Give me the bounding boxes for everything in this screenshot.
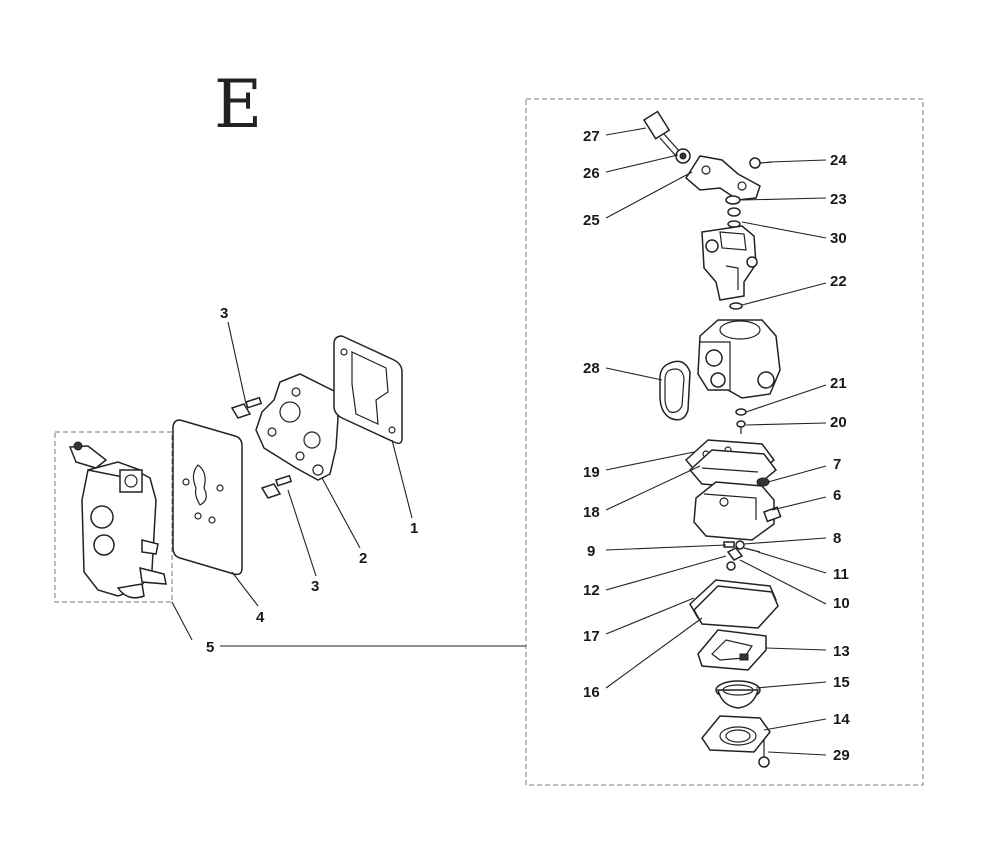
- callout-number-14: 14: [833, 711, 850, 728]
- leader-line-21: [745, 384, 827, 413]
- screw-12: [726, 561, 736, 571]
- leader-line-30: [741, 221, 827, 239]
- callout-number-20: 20: [830, 414, 847, 431]
- bulb-cover-14: [701, 715, 771, 753]
- callout-number-21: 21: [830, 375, 847, 392]
- callout-number-15: 15: [833, 674, 850, 691]
- carburetor-body: [697, 319, 781, 399]
- callout-number-12: 12: [583, 582, 600, 599]
- leader-line-4: [231, 571, 259, 607]
- callout-number-10: 10: [833, 595, 850, 612]
- leader-line-10: [739, 559, 827, 605]
- callout-number-19: 19: [583, 464, 600, 481]
- callout-number-23: 23: [830, 191, 847, 208]
- leader-line-13: [765, 647, 827, 651]
- pin-9-lever-8-11: [723, 540, 761, 561]
- washer-21: [735, 408, 747, 416]
- callout-number-30: 30: [830, 230, 847, 247]
- callout-number-29: 29: [833, 747, 850, 764]
- leader-line-24: [769, 159, 827, 163]
- leader-line-23: [741, 197, 827, 201]
- callout-number-9: 9: [587, 543, 595, 560]
- leader-line-26: [605, 154, 679, 173]
- primer-bulb-15: [715, 680, 761, 709]
- leader-line-18: [605, 465, 701, 511]
- callout-number-28: 28: [583, 360, 600, 377]
- leader-line-16: [605, 617, 703, 689]
- callout-number-5: 5: [206, 639, 214, 656]
- seal-28: [659, 360, 691, 421]
- leader-line-12: [605, 555, 727, 591]
- carburetor-assembly-box: [54, 431, 173, 603]
- bolt-3-lower: [260, 474, 293, 499]
- nut-26: [675, 148, 691, 164]
- callout-number-24: 24: [830, 152, 847, 169]
- insulator-2: [255, 373, 339, 481]
- carburetor-detail-box: [525, 98, 924, 786]
- bolt-3-upper: [230, 396, 263, 419]
- callout-number-7: 7: [833, 456, 841, 473]
- screw-29: [758, 740, 770, 768]
- o-ring-22: [729, 302, 743, 310]
- callout-number-16: 16: [583, 684, 600, 701]
- callout-number-17: 17: [583, 628, 600, 645]
- throttle-body: [701, 225, 758, 301]
- leader-line-2: [321, 477, 361, 549]
- leader-line-3: [227, 321, 247, 405]
- callout-number-22: 22: [830, 273, 847, 290]
- callout-number-3: 3: [220, 305, 228, 322]
- callout-number-4: 4: [256, 609, 265, 626]
- diaphragm-cover-13: [697, 629, 767, 671]
- leader-line-22: [741, 282, 827, 306]
- leader-line-27: [605, 127, 647, 136]
- leader-line-11: [757, 551, 827, 574]
- lever-25: [685, 155, 761, 201]
- carburetor-assembly: [68, 441, 167, 599]
- leader-line-20: [745, 422, 827, 426]
- leader-line-17: [605, 597, 695, 635]
- callout-number-25: 25: [583, 212, 600, 229]
- valve-20: [736, 420, 746, 434]
- callout-leaders: [171, 127, 827, 756]
- callout-number-1: 1: [410, 520, 418, 537]
- screw-24: [749, 157, 773, 169]
- callout-number-3: 3: [311, 578, 319, 595]
- callout-number-2: 2: [359, 550, 367, 567]
- diaphragm-18: [688, 449, 778, 489]
- leader-line-3: [287, 489, 317, 577]
- callout-number-26: 26: [583, 165, 600, 182]
- leader-line-14: [763, 718, 827, 731]
- callout-number-6: 6: [833, 487, 841, 504]
- leader-line-15: [755, 681, 827, 689]
- leader-line-6: [771, 496, 827, 511]
- leader-line-9: [605, 544, 727, 551]
- diaphragm-16: [693, 585, 779, 629]
- leader-line-25: [605, 171, 693, 219]
- pump-body-6: [693, 481, 782, 541]
- callout-number-18: 18: [583, 504, 600, 521]
- leader-line-1: [391, 439, 413, 519]
- screw-7: [756, 477, 770, 487]
- leader-line-7: [767, 465, 827, 483]
- callout-number-11: 11: [833, 566, 849, 583]
- leader-line-28: [605, 367, 663, 381]
- gasket-1: [333, 335, 403, 445]
- callout-number-13: 13: [833, 643, 850, 660]
- leader-line-8: [743, 537, 827, 545]
- leader-line-5-assembly: [171, 601, 193, 641]
- callout-number-27: 27: [583, 128, 600, 145]
- adjuster-screw-27: [642, 110, 681, 157]
- section-letter: E: [214, 66, 262, 143]
- callout-number-8: 8: [833, 530, 841, 547]
- leader-line-19: [605, 451, 695, 471]
- leader-line-29: [767, 751, 827, 756]
- gasket-4: [172, 419, 243, 576]
- washer-23: [725, 195, 741, 217]
